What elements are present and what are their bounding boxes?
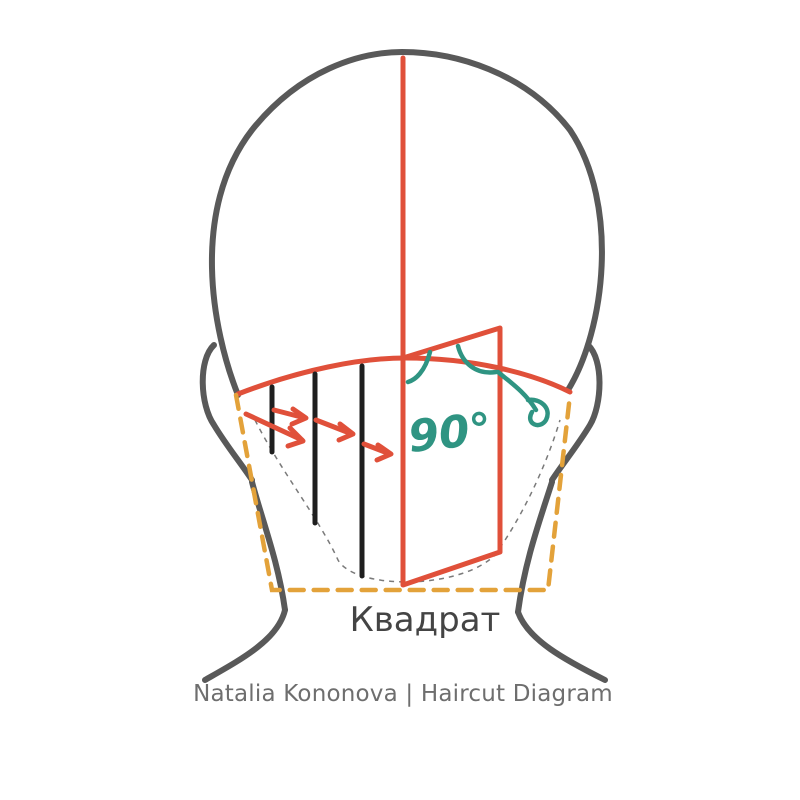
hair-section-panel: [402, 325, 503, 588]
direction-arrow-icon: [243, 411, 306, 449]
angle-arc-icon: [455, 343, 499, 375]
angle-arrow-icon: [495, 369, 550, 428]
head-outline: [209, 48, 605, 398]
right-shoulder-outline: [515, 609, 608, 683]
right-ear-outline: [549, 342, 603, 483]
square-shape-outline: [233, 392, 573, 593]
direction-arrow-icon: [313, 417, 356, 443]
left-shoulder-outline: [202, 607, 288, 683]
direction-arrow-icon: [271, 406, 309, 427]
direction-arrow-icon: [361, 441, 394, 463]
left-ear-outline: [199, 342, 255, 483]
diagram-caption: Natalia Kononova | Haircut Diagram: [193, 681, 613, 707]
haircut-name-label: Квадрат: [349, 600, 501, 640]
right-neck-outline: [515, 479, 555, 615]
angle-arc-icon: [405, 349, 433, 385]
angle-label: 90°: [406, 404, 494, 463]
